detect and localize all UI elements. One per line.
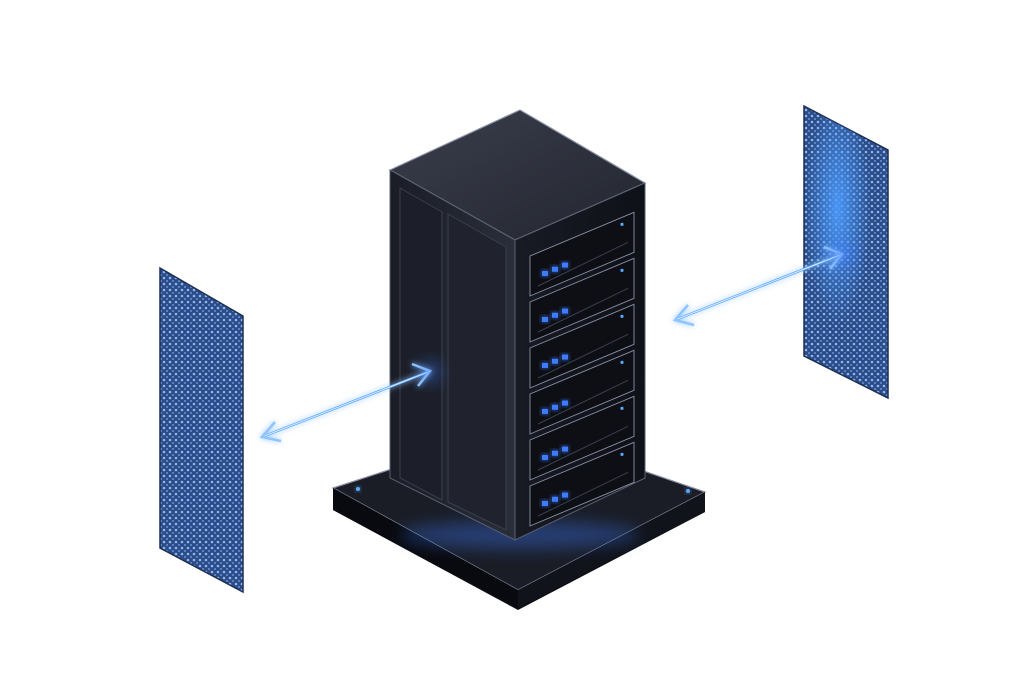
- drive-bay-slot: [537, 333, 629, 379]
- drive-bay-slot: [537, 379, 629, 425]
- drive-bay-slot: [537, 425, 629, 471]
- activity-led: [620, 360, 624, 364]
- drive-bay: [529, 395, 635, 481]
- status-led: [542, 500, 548, 506]
- status-led: [562, 492, 568, 498]
- activity-led: [620, 314, 624, 318]
- activity-led: [620, 406, 624, 410]
- activity-led: [620, 452, 624, 456]
- drive-bay: [529, 211, 635, 297]
- drive-bay-slot: [537, 241, 629, 287]
- status-led: [562, 262, 568, 268]
- activity-led: [620, 222, 624, 226]
- status-led: [552, 496, 558, 502]
- status-led: [552, 312, 558, 318]
- status-led: [542, 408, 548, 414]
- status-led: [542, 362, 548, 368]
- drive-bay: [529, 303, 635, 389]
- status-led: [562, 354, 568, 360]
- status-led: [542, 270, 548, 276]
- left-data-panel: [159, 266, 244, 594]
- drive-bay: [529, 441, 635, 527]
- drive-bay-slot: [537, 471, 629, 517]
- drive-bays: [529, 211, 635, 527]
- status-led: [542, 454, 548, 460]
- status-led: [552, 450, 558, 456]
- activity-led: [620, 268, 624, 272]
- status-led: [562, 446, 568, 452]
- drive-bay-slot: [537, 287, 629, 333]
- status-led: [562, 308, 568, 314]
- drive-bay: [529, 257, 635, 343]
- status-led: [542, 316, 548, 322]
- drive-bay: [529, 349, 635, 435]
- status-led: [552, 358, 558, 364]
- status-led: [562, 400, 568, 406]
- status-led: [552, 266, 558, 272]
- status-led: [552, 404, 558, 410]
